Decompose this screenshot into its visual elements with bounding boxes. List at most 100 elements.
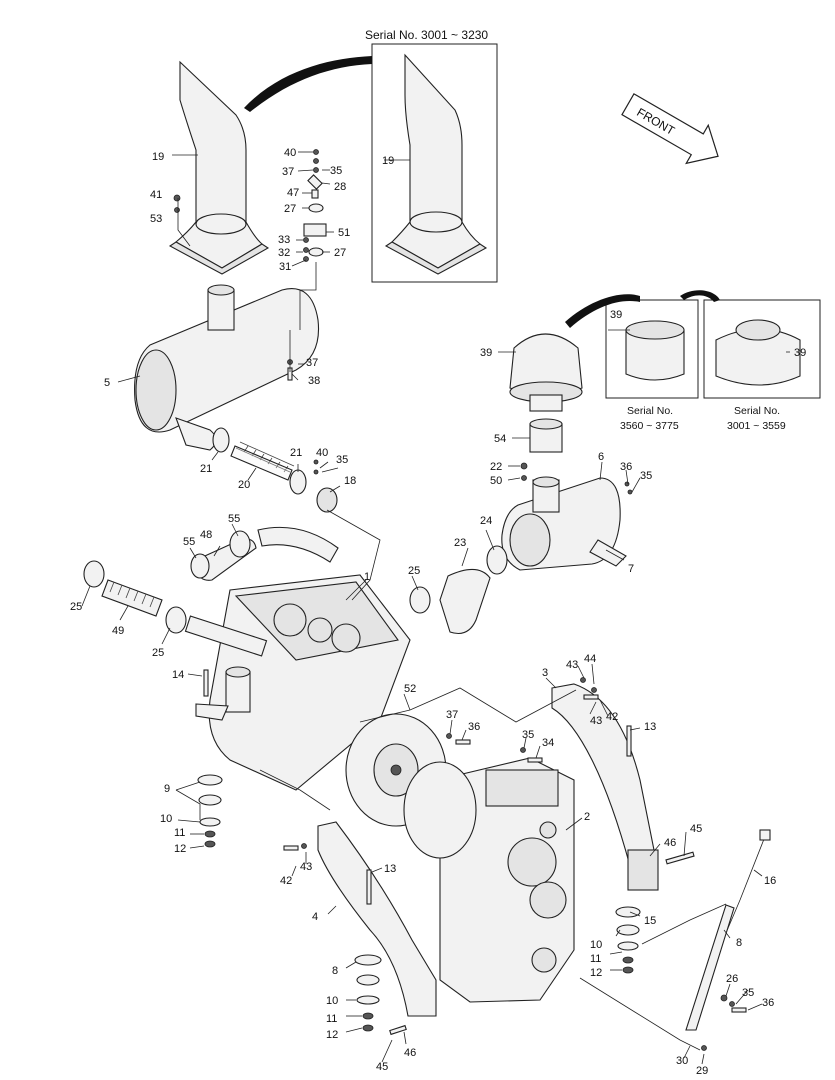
clamp-21a-part	[212, 427, 230, 453]
precleaner-a-caption-1: Serial No.	[627, 405, 673, 417]
callout-number: 39	[610, 309, 622, 321]
dipstick-handle-part	[759, 829, 771, 841]
callout-number: 26	[726, 973, 738, 985]
callout-number: 24	[480, 515, 492, 527]
precleaner-b-box	[703, 299, 821, 399]
precleaner-arrow-b	[680, 290, 720, 302]
pipe-48-part	[190, 530, 257, 581]
callout-number: 35	[742, 987, 754, 999]
callout-number: 31	[279, 261, 291, 273]
callout-number: 46	[664, 837, 676, 849]
callout-number: 9	[164, 783, 170, 795]
callout-number: 20	[238, 479, 250, 491]
callout-number: 33	[278, 234, 290, 246]
callout-number: 43	[566, 659, 578, 671]
clamp-24-part	[486, 545, 508, 575]
callout-number: 50	[490, 475, 502, 487]
muffler-part	[134, 284, 320, 451]
callout-number: 35	[336, 454, 348, 466]
air-cleaner-cover-part	[509, 333, 583, 412]
precleaner-b-caption-2: 3001 ~ 3559	[727, 420, 786, 432]
callout-number: 55	[183, 536, 195, 548]
callout-number: 47	[287, 187, 299, 199]
mount-stack-right	[615, 906, 641, 974]
callout-number: 8	[332, 965, 338, 977]
callout-number: 39	[480, 347, 492, 359]
inset-pointer-arrow	[244, 56, 372, 112]
callout-number: 6	[598, 451, 604, 463]
callout-number: 28	[334, 181, 346, 193]
callout-number: 41	[150, 189, 162, 201]
callout-number: 11	[174, 827, 185, 839]
callout-number: 23	[454, 537, 466, 549]
callout-number: 10	[326, 995, 338, 1007]
callout-number: 37	[446, 709, 458, 721]
callout-number: 13	[384, 863, 396, 875]
callout-number: 12	[326, 1029, 338, 1041]
callout-number: 35	[330, 165, 342, 177]
callout-number: 37	[282, 166, 294, 178]
serial-inset-box	[371, 43, 498, 283]
callout-number: 51	[338, 227, 350, 239]
callout-number: 15	[644, 915, 656, 927]
callout-number: 39	[794, 347, 806, 359]
callout-number: 25	[408, 565, 420, 577]
callout-number: 53	[150, 213, 162, 225]
callout-number: 14	[172, 669, 184, 681]
callout-number: 11	[326, 1013, 337, 1025]
callout-number: 49	[112, 625, 124, 637]
callout-number: 46	[404, 1047, 416, 1059]
serial-header: Serial No. 3001 ~ 3230	[365, 28, 488, 42]
precleaner-a-box	[605, 299, 699, 399]
front-direction-arrow: FRONT	[621, 93, 719, 165]
callout-number: 12	[590, 967, 602, 979]
callout-number: 32	[278, 247, 290, 259]
callout-number: 30	[676, 1055, 688, 1067]
callout-number: 40	[284, 147, 296, 159]
callout-number: 4	[312, 911, 318, 923]
hose-49-part	[101, 579, 163, 617]
bracket-4-part	[317, 821, 437, 1017]
clamp-21b-part	[289, 469, 307, 495]
callout-number: 45	[690, 823, 702, 835]
clamp-25a-part	[83, 560, 105, 588]
callout-number: 36	[468, 721, 480, 733]
bracket-3-part	[551, 683, 655, 867]
callout-number: 22	[490, 461, 502, 473]
clamp-25c-part	[409, 586, 431, 614]
callout-number: 7	[628, 563, 634, 575]
callout-number: 45	[376, 1061, 388, 1073]
mount-block-right-part	[627, 849, 659, 891]
precleaner-b-caption-1: Serial No.	[734, 405, 780, 417]
callout-number: 43	[590, 715, 602, 727]
precleaner-b-part	[715, 319, 801, 386]
callout-number: 1	[364, 571, 370, 583]
callout-number: 16	[764, 875, 776, 887]
adapter-54-part	[529, 418, 563, 453]
callout-number: 13	[644, 721, 656, 733]
callout-number: 3	[542, 667, 548, 679]
intake-hose-23-part	[439, 568, 491, 635]
transmission-part	[403, 757, 575, 1003]
callout-number: 38	[308, 375, 320, 387]
leader-lines	[81, 151, 790, 1065]
callout-number: 48	[200, 529, 212, 541]
callout-number: 42	[280, 875, 292, 887]
callout-number: 10	[160, 813, 172, 825]
flex-hose-20-part	[230, 441, 295, 481]
callout-number: 36	[620, 461, 632, 473]
bolts	[203, 367, 747, 1036]
callout-number: 35	[640, 470, 652, 482]
callout-number: 19	[152, 151, 164, 163]
callout-number: 5	[104, 377, 110, 389]
callout-number: 36	[762, 997, 774, 1009]
callout-number: 55	[228, 513, 240, 525]
callout-number: 42	[606, 711, 618, 723]
precleaner-a-caption-2: 3560 ~ 3775	[620, 420, 679, 432]
callout-number: 35	[522, 729, 534, 741]
callout-number: 10	[590, 939, 602, 951]
callout-number: 21	[200, 463, 212, 475]
dipstick-tube-15-part	[685, 904, 735, 1031]
